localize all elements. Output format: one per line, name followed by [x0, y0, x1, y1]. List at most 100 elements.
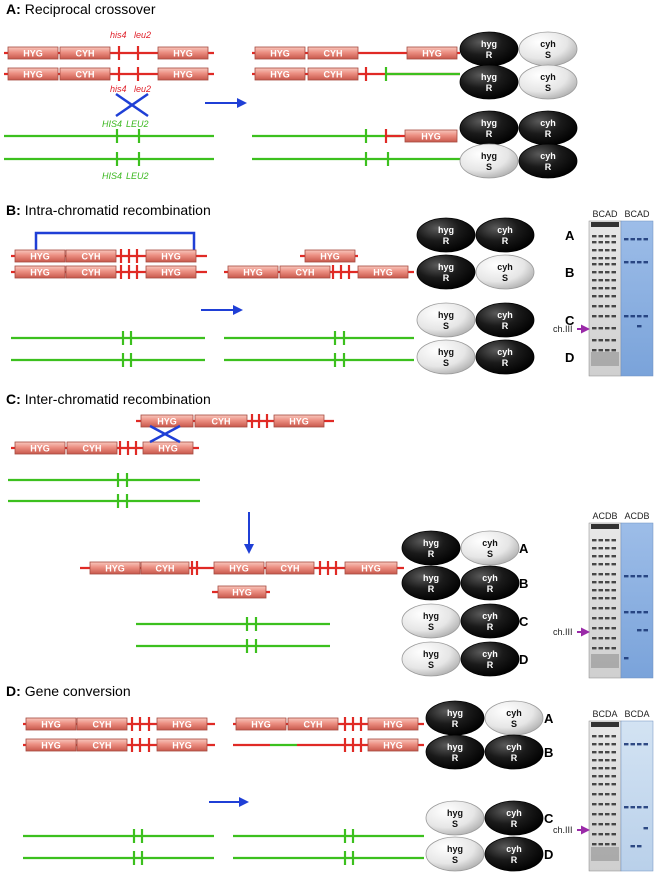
gel-band: [611, 833, 616, 836]
gel-band: [598, 743, 603, 746]
gel-probe-band: [637, 315, 642, 318]
colony-drug-label: hyg: [447, 808, 463, 818]
gel-band: [611, 581, 616, 584]
marker-box-shape: [367, 738, 419, 752]
row-label: A: [519, 541, 529, 556]
gel-band: [605, 287, 610, 290]
row-label: A: [544, 711, 554, 726]
colony-drug-label: hyg: [423, 611, 439, 621]
gel-band: [605, 767, 610, 770]
colony-drug-label: hyg: [481, 118, 497, 128]
gel-band: [598, 305, 603, 308]
colony-shape: [401, 530, 461, 566]
gel-band: [592, 315, 597, 318]
colony-drug-label: cyh: [482, 649, 498, 659]
gel-band: [598, 339, 603, 342]
gel-band: [592, 803, 597, 806]
colony-shape: [401, 603, 461, 639]
hyg-marker-box: HYG: [142, 441, 194, 455]
marker-box-shape: [14, 441, 66, 455]
hyg-marker-box: HYG: [227, 265, 279, 279]
gel-band: [598, 349, 603, 352]
gel-band: [611, 235, 616, 238]
colony-drug-label: hyg: [447, 844, 463, 854]
gel-band: [611, 775, 616, 778]
hyg-marker-box: HYG: [406, 46, 458, 60]
marker-box-label: HYG: [229, 564, 249, 574]
gel-wells: [591, 524, 619, 529]
gel-band: [605, 279, 610, 282]
colony-state-label: S: [511, 719, 517, 729]
marker-box-shape: [14, 249, 66, 263]
gel-band: [605, 775, 610, 778]
marker-box-shape: [65, 249, 117, 263]
gel-lane-labels: BCDA: [592, 709, 617, 719]
gel-probe-band: [643, 743, 648, 746]
gel-stain-labels: BCDA: [624, 709, 649, 719]
marker-box-label: HYG: [383, 741, 403, 751]
row-label: D: [544, 847, 553, 862]
gel-band: [592, 279, 597, 282]
gel-band: [605, 327, 610, 330]
colony-shape: [460, 641, 520, 677]
colony-state-label: R: [511, 753, 518, 763]
marker-box-label: HYG: [373, 268, 393, 278]
colony-state-label: R: [487, 622, 494, 632]
gel-band: [605, 563, 610, 566]
marker-box-shape: [287, 717, 339, 731]
marker-box-label: HYG: [383, 720, 403, 730]
gel-stain-labels: BCAD: [624, 209, 650, 219]
colony-drug-label: cyh: [540, 118, 556, 128]
hyg-marker-box: HYG: [25, 717, 77, 731]
marker-box-shape: [65, 265, 117, 279]
colony-state-label: R: [502, 358, 509, 368]
gel-probe-band: [624, 261, 629, 264]
gel-band: [605, 349, 610, 352]
cyh-marker-box: CYH: [65, 249, 117, 263]
row-label: B: [544, 745, 553, 760]
colony-shape: [518, 31, 578, 67]
gel-band: [598, 589, 603, 592]
gel-band: [605, 627, 610, 630]
marker-box-label: HYG: [161, 268, 181, 278]
marker-box-shape: [235, 717, 287, 731]
hyg-marker-box: HYG: [254, 46, 306, 60]
marker-box-shape: [140, 414, 194, 428]
gel-probe-band: [637, 575, 642, 578]
gel-band: [605, 241, 610, 244]
hyg-marker-box: HYG: [89, 561, 141, 575]
gel-probe-band: [624, 315, 629, 318]
marker-box-shape: [307, 46, 359, 60]
colony-drug-label: cyh: [506, 708, 522, 718]
marker-box-label: HYG: [30, 252, 50, 262]
gel-probe-band: [643, 575, 648, 578]
colony-drug-label: hyg: [423, 538, 439, 548]
gel-band: [611, 767, 616, 770]
colony-state-label: S: [545, 83, 551, 93]
gel-band: [598, 315, 603, 318]
gel-band: [592, 617, 597, 620]
gel-band: [592, 539, 597, 542]
marker-box-label: HYG: [173, 49, 193, 59]
gel-band: [611, 813, 616, 816]
gel-band: [598, 563, 603, 566]
gel-band: [605, 597, 610, 600]
cyh-marker-box: CYH: [265, 561, 315, 575]
marker-box-shape: [142, 441, 194, 455]
colony-drug-label: cyh: [497, 262, 513, 272]
gel-band: [605, 539, 610, 542]
marker-box-shape: [279, 265, 331, 279]
marker-box-label: HYG: [243, 268, 263, 278]
gel-band: [592, 263, 597, 266]
gel-band: [592, 547, 597, 550]
